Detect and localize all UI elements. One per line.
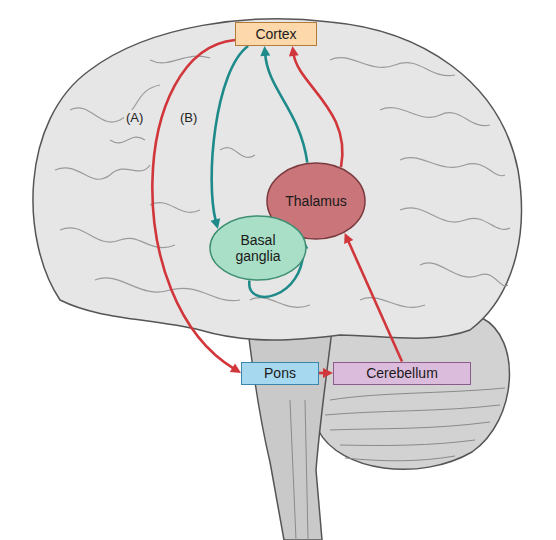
pathway-label: (B) [178, 110, 199, 125]
arrow-head [211, 218, 221, 229]
pathway-arrow [319, 368, 333, 378]
pathway-arrow [152, 40, 241, 373]
pathway-line [294, 54, 343, 167]
pathway-label: (A) [124, 110, 145, 125]
cerebellum-folia [325, 388, 505, 461]
region-label: Pons [264, 365, 296, 381]
pathway-arrow [211, 46, 249, 229]
pathway-line [212, 46, 248, 221]
region-box: Cortex [235, 22, 317, 46]
node-text: Thalamus [285, 193, 346, 209]
node-text: Pons [264, 365, 296, 381]
region-label: Cortex [255, 26, 296, 42]
ellipse-shape [210, 216, 306, 280]
gyri-lines [55, 56, 510, 307]
region-ellipse: Basal ganglia [209, 215, 307, 281]
node-text: Cerebellum [366, 365, 438, 381]
pathway-line [265, 54, 307, 163]
pathway-arrow [289, 46, 343, 167]
node-text: Basal ganglia [227, 232, 289, 264]
region-box: Cerebellum [333, 362, 471, 385]
arrow-head [289, 46, 299, 57]
node-text: Cortex [255, 26, 296, 42]
arrow-head [344, 233, 353, 244]
region-label: Thalamus [285, 193, 346, 209]
region-label: Basal ganglia [227, 232, 289, 264]
arrow-head [260, 46, 270, 56]
pathway-arrow [260, 46, 307, 163]
arrow-head [230, 364, 241, 373]
pathway-line [348, 240, 402, 361]
arrow-head [323, 368, 333, 378]
region-box: Pons [241, 362, 319, 385]
brainstem-lines [290, 400, 308, 540]
pathway-arrow [344, 233, 402, 362]
region-label: Cerebellum [366, 365, 438, 381]
cerebrum-drawing [33, 19, 521, 340]
